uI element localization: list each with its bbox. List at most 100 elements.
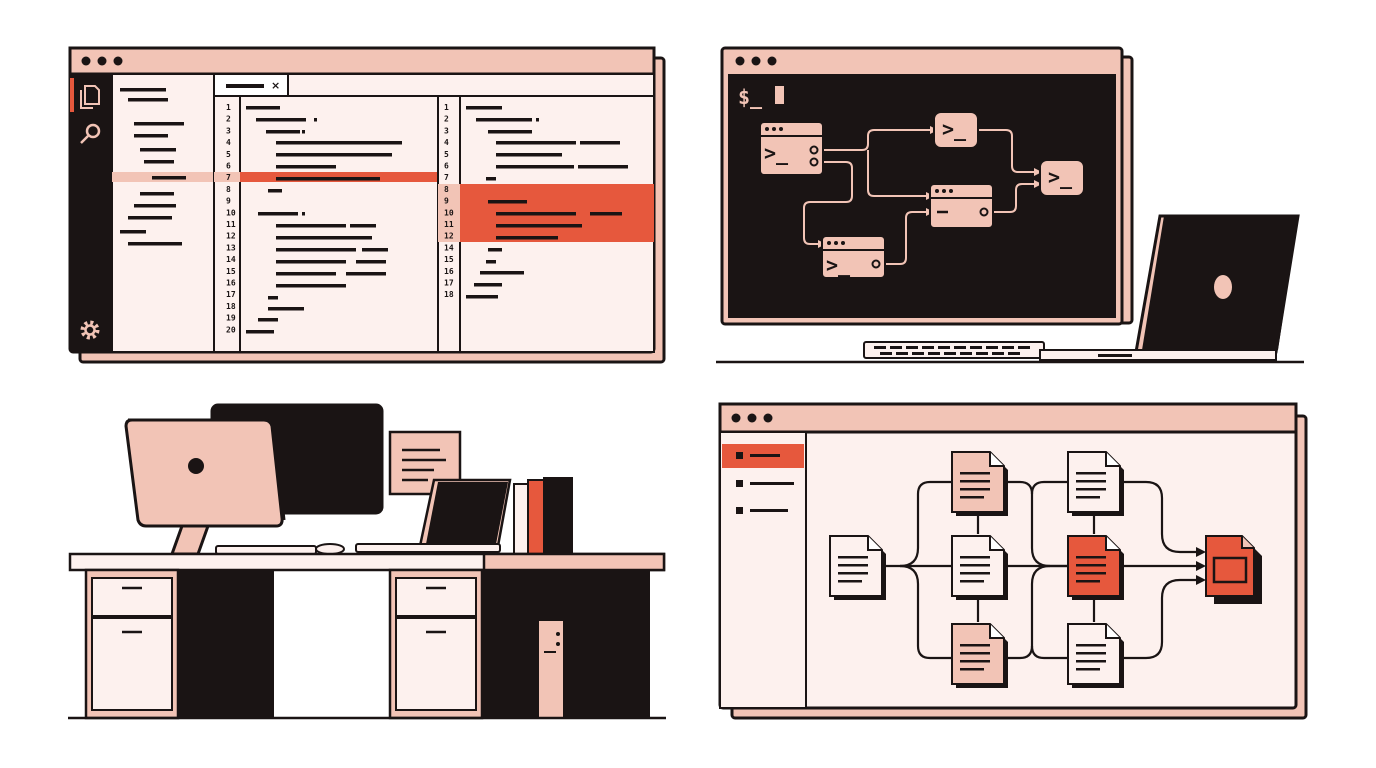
minimize-dot-icon[interactable] xyxy=(747,413,757,423)
keyboard-key[interactable] xyxy=(928,352,940,355)
keyboard-key[interactable] xyxy=(938,346,950,349)
explorer-item[interactable] xyxy=(140,192,174,196)
desk-cabinet-dark xyxy=(482,570,650,718)
maximize-dot-icon[interactable] xyxy=(763,413,773,423)
gear-icon[interactable] xyxy=(80,320,100,340)
keyboard-key[interactable] xyxy=(890,346,902,349)
keyboard-key[interactable] xyxy=(874,346,886,349)
line-number: 5 xyxy=(444,150,449,159)
keyboard[interactable] xyxy=(863,341,1045,359)
explorer-item[interactable] xyxy=(134,204,176,208)
keyboard-key[interactable] xyxy=(1008,352,1020,355)
line-number: 15 xyxy=(444,255,454,264)
sidebar-item[interactable] xyxy=(736,507,788,514)
keyboard-key[interactable] xyxy=(1002,346,1014,349)
minimize-dot-icon[interactable] xyxy=(97,56,107,66)
search-icon[interactable] xyxy=(80,123,101,144)
explorer-item[interactable] xyxy=(128,98,168,102)
code-line xyxy=(256,118,306,122)
keyboard-key[interactable] xyxy=(912,352,924,355)
code-token xyxy=(356,260,386,264)
explorer-item[interactable] xyxy=(120,230,146,234)
keyboard-key[interactable] xyxy=(976,352,988,355)
keyboard-key[interactable] xyxy=(986,346,998,349)
keyboard-key[interactable] xyxy=(992,352,1004,355)
output-file-icon[interactable] xyxy=(1205,535,1262,604)
file-icon[interactable] xyxy=(1067,451,1124,516)
sidebar-item[interactable] xyxy=(736,480,794,487)
explorer-item[interactable] xyxy=(128,216,172,220)
drawer[interactable] xyxy=(395,617,477,711)
desk-laptop xyxy=(355,478,512,553)
keyboard-key[interactable] xyxy=(944,352,956,355)
code-line xyxy=(496,153,562,157)
keyboard-key[interactable] xyxy=(970,346,982,349)
file-icon[interactable] xyxy=(1067,623,1124,688)
keyboard-key[interactable] xyxy=(906,346,918,349)
explorer-item[interactable] xyxy=(120,88,166,92)
terminal-window-node[interactable]: >_ xyxy=(759,121,824,176)
left-gutter xyxy=(213,95,241,353)
explorer-item[interactable] xyxy=(134,134,168,138)
explorer-item[interactable] xyxy=(140,148,176,152)
line-number: 20 xyxy=(226,325,236,334)
keyboard-key[interactable] xyxy=(960,352,972,355)
keyboard-key[interactable] xyxy=(880,352,892,355)
explorer-tree-items[interactable] xyxy=(120,88,186,246)
code-line xyxy=(276,165,336,169)
terminal-window-controls[interactable] xyxy=(735,56,777,66)
code-token xyxy=(536,118,539,122)
close-dot-icon[interactable] xyxy=(81,56,91,66)
editor-window-controls[interactable] xyxy=(81,56,123,66)
right-code-lines xyxy=(466,106,628,299)
explorer-item[interactable] xyxy=(152,176,186,180)
line-number: 2 xyxy=(444,115,449,124)
close-dot-icon[interactable] xyxy=(731,413,741,423)
files-icon[interactable] xyxy=(80,85,100,109)
terminal-small-window-node[interactable]: >_ xyxy=(821,235,886,279)
maximize-dot-icon[interactable] xyxy=(767,56,777,66)
terminal-output-node[interactable]: >_ xyxy=(1039,159,1085,197)
code-line xyxy=(486,177,496,181)
code-line xyxy=(246,106,280,110)
line-number: 9 xyxy=(444,197,449,206)
file-icon[interactable] xyxy=(951,535,1008,600)
code-line xyxy=(276,248,356,252)
maximize-dot-icon[interactable] xyxy=(113,56,123,66)
explorer-item[interactable] xyxy=(144,160,174,164)
keyboard-key[interactable] xyxy=(954,346,966,349)
laptop-base xyxy=(1039,349,1277,361)
svg-text:>_: >_ xyxy=(826,253,851,277)
terminal-prompt: $_ xyxy=(738,85,763,109)
code-line xyxy=(488,248,502,252)
keyboard-key[interactable] xyxy=(896,352,908,355)
keyboard-key[interactable] xyxy=(922,346,934,349)
svg-text:>_: >_ xyxy=(942,117,967,141)
code-token xyxy=(340,177,380,181)
books xyxy=(513,477,573,555)
file-icon[interactable] xyxy=(951,623,1008,688)
flow-window-controls[interactable] xyxy=(731,413,773,423)
form-window-node[interactable] xyxy=(929,183,994,229)
minimize-dot-icon[interactable] xyxy=(751,56,761,66)
file-icon[interactable] xyxy=(829,535,886,600)
tab-close-icon[interactable]: × xyxy=(271,79,280,92)
drawer[interactable] xyxy=(91,617,173,711)
code-line xyxy=(258,212,298,216)
flow-sidebar xyxy=(719,431,807,709)
close-dot-icon[interactable] xyxy=(735,56,745,66)
keyboard-key[interactable] xyxy=(1018,346,1030,349)
svg-text:>_: >_ xyxy=(1048,165,1073,189)
file-icon[interactable] xyxy=(1067,535,1124,600)
code-token xyxy=(528,130,531,134)
explorer-item[interactable] xyxy=(134,122,184,126)
explorer-item[interactable] xyxy=(128,242,182,246)
terminal-prompt-node[interactable]: >_ xyxy=(933,111,979,149)
code-token xyxy=(580,141,620,145)
drawer[interactable] xyxy=(91,577,173,617)
code-token xyxy=(350,224,376,228)
line-number: 12 xyxy=(444,232,454,241)
file-icon[interactable] xyxy=(951,451,1008,516)
sidebar-item[interactable] xyxy=(736,452,780,459)
drawer[interactable] xyxy=(395,577,477,617)
